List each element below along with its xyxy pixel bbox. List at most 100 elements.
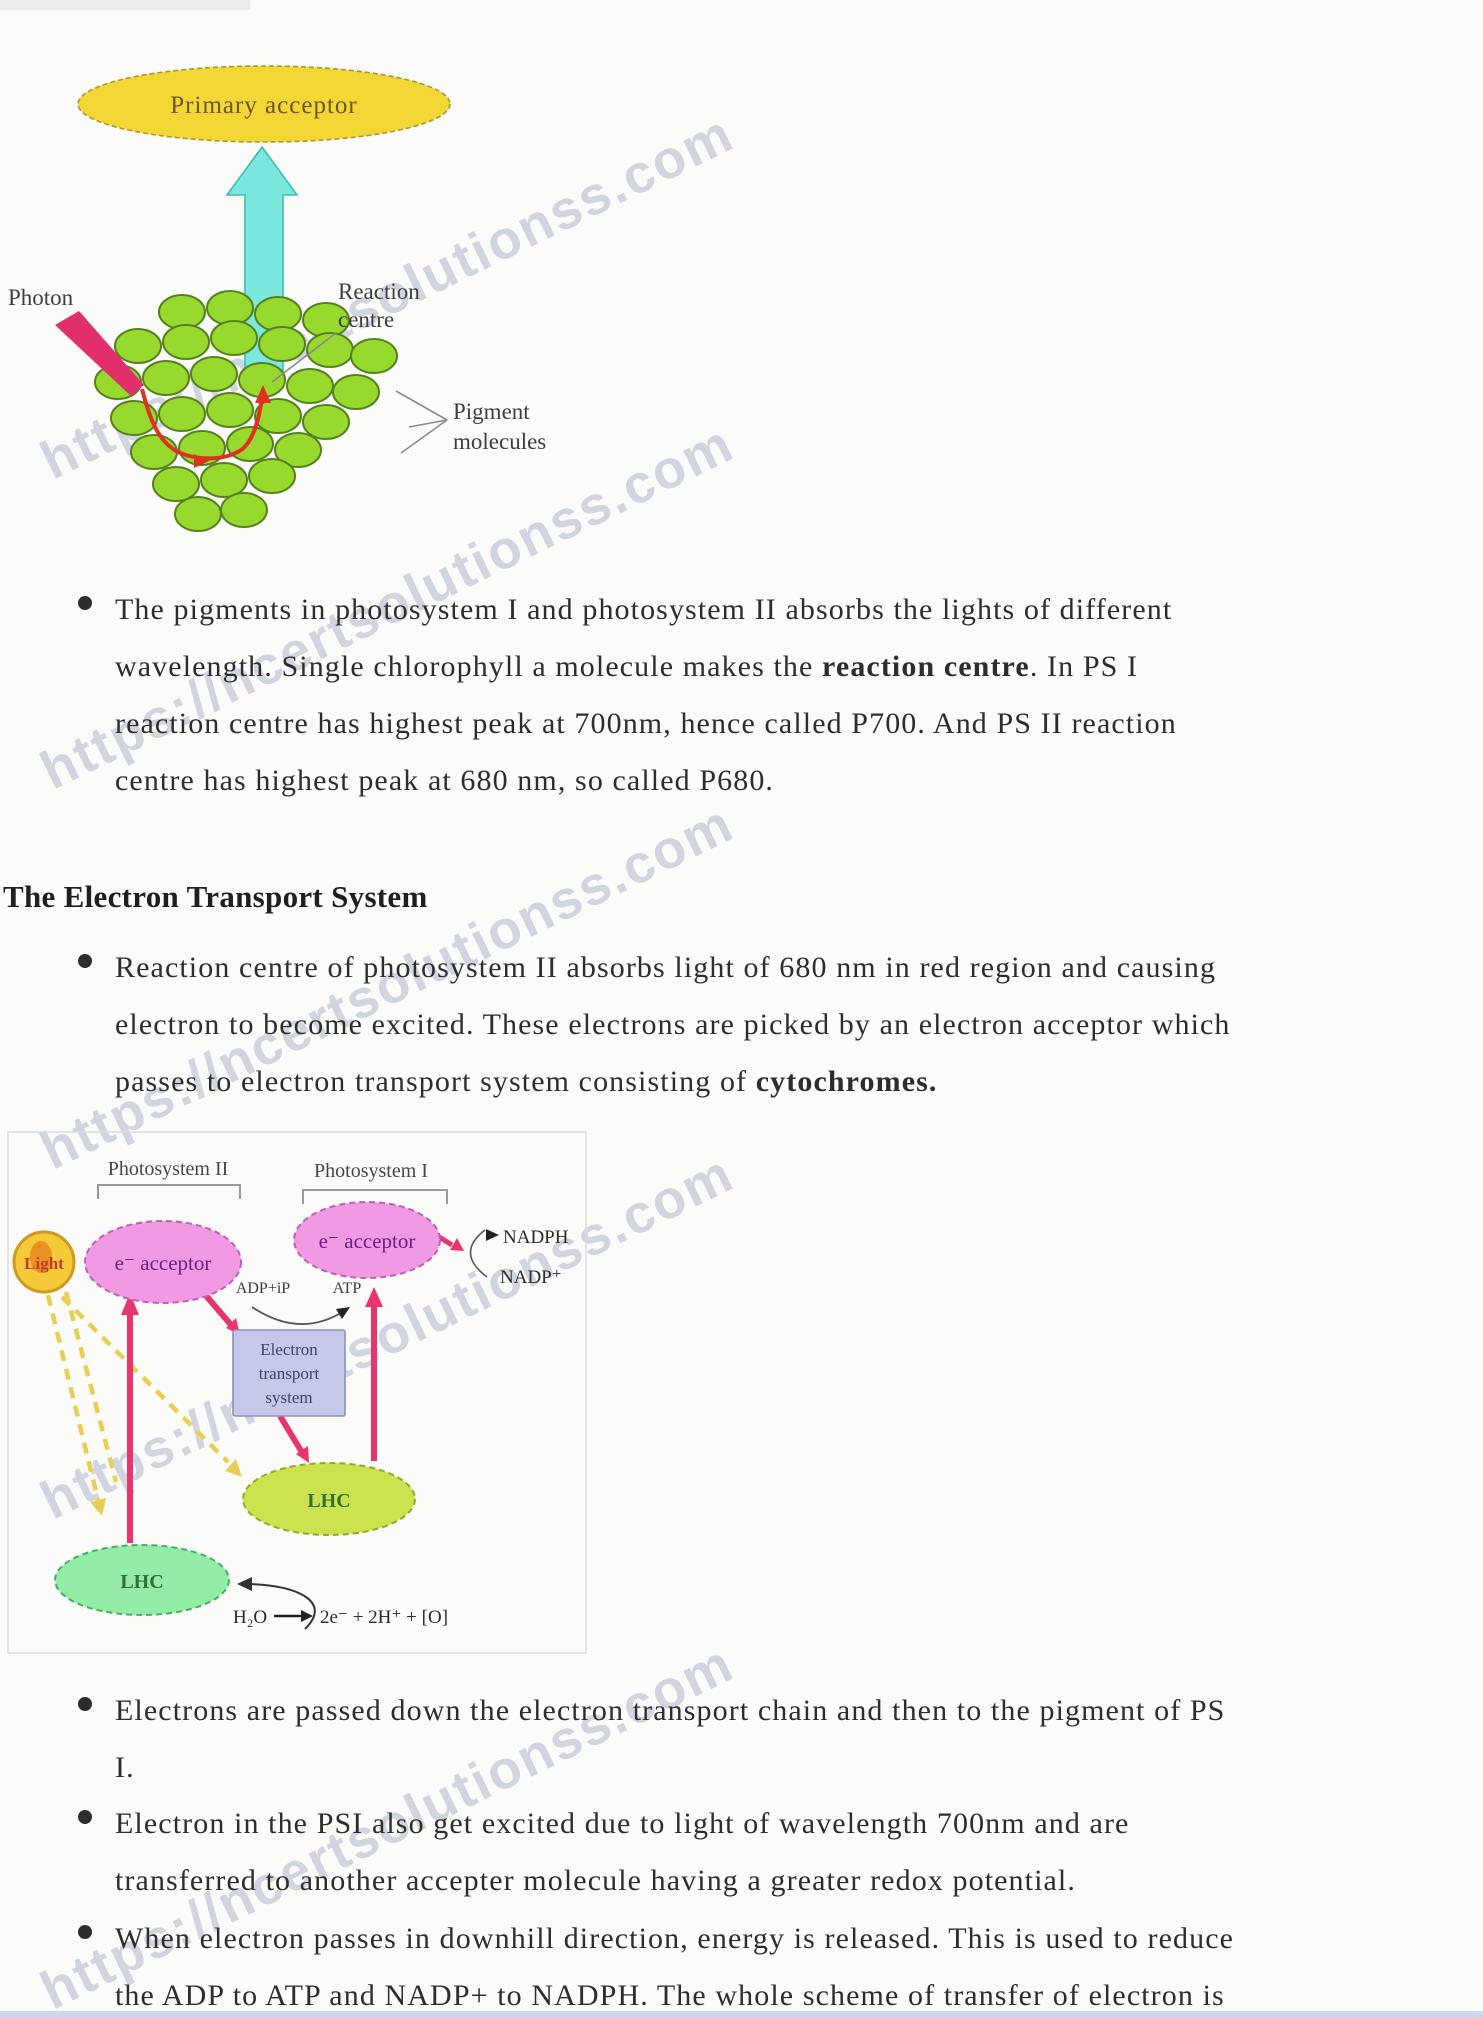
nadp-plus-label: NADP⁺	[500, 1267, 562, 1288]
atp-label: ATP	[333, 1280, 362, 1297]
text-line: Electrons are passed down the electron t…	[115, 1694, 1226, 1727]
h2o-label: H₂O	[233, 1607, 267, 1628]
electron-flow-arrowhead	[365, 1287, 383, 1307]
bullet-item: When electron passes in downhill directi…	[78, 1910, 1445, 2017]
pigment-label-line2: molecules	[453, 429, 546, 454]
ps1-acceptor-shape	[293, 1201, 441, 1279]
text-line: Electron in the PSI also get excited due…	[115, 1807, 1130, 1840]
figure-border	[7, 1131, 587, 1654]
ets-label-line1: Electron	[260, 1340, 318, 1359]
ps2-acceptor-label: e⁻ acceptor	[115, 1251, 212, 1275]
pigment-pointer-line	[400, 419, 448, 454]
atp-arrowhead	[336, 1307, 350, 1319]
energy-path-arrowhead	[255, 385, 271, 403]
photon-label: Photon	[8, 285, 74, 310]
text-line: transferred to another accepter molecule…	[115, 1864, 1076, 1897]
reaction-centre-label-line2: centre	[338, 307, 394, 332]
nadph-label: NADPH	[503, 1227, 569, 1248]
text-line: passes to electron transport system cons…	[115, 1065, 938, 1098]
light-ray-dashed	[45, 1294, 101, 1501]
pigment-label-line1: Pigment	[453, 399, 530, 424]
text-line: centre has highest peak at 680 nm, so ca…	[115, 764, 775, 797]
bullet-dot	[78, 1810, 92, 1824]
bullet-item: Electrons are passed down the electron t…	[78, 1682, 1445, 1796]
nadph-arrowhead	[486, 1229, 499, 1241]
primary-acceptor-label: Primary acceptor	[170, 92, 357, 119]
reaction-centre-label-line1: Reaction	[338, 279, 420, 304]
pigment-molecule	[158, 294, 206, 330]
pigment-cluster	[94, 290, 398, 532]
section-heading: The Electron Transport System	[3, 878, 428, 914]
light-ray-dashed	[63, 1291, 119, 1483]
photon-arrow-icon	[55, 311, 144, 396]
adp-atp-arc	[251, 1306, 345, 1325]
reaction-centre-pointer-line	[271, 332, 337, 383]
lhc-ps1-label: LHC	[307, 1490, 350, 1512]
pigment-molecule	[142, 360, 190, 396]
pigment-molecule	[200, 462, 248, 498]
ets-label-line2: transport	[259, 1364, 320, 1383]
electron-flow-arrow-ets-to-lhc	[277, 1414, 306, 1456]
photosystem-reaction-centre-figure: Primary acceptor Photon Reaction centre …	[8, 65, 546, 532]
ps2-acceptor-shape	[84, 1220, 242, 1304]
bullet-dot	[78, 1925, 92, 1939]
text-line: wavelength. Single chlorophyll a molecul…	[115, 650, 1139, 683]
photosystem1-bracket	[302, 1189, 448, 1204]
pigment-molecule	[254, 398, 302, 434]
pigment-molecule	[286, 368, 334, 404]
water-to-lhc-curve	[247, 1583, 316, 1630]
electron-flow-arrowhead	[121, 1293, 139, 1315]
ps1-acceptor-label: e⁻ acceptor	[319, 1229, 416, 1253]
electron-flow-arrowhead	[296, 1446, 309, 1463]
bullet-item: Reaction centre of photosystem II absorb…	[78, 939, 1445, 1110]
pigment-molecule	[254, 296, 302, 332]
photosystem2-bracket	[97, 1184, 241, 1199]
text-line: The pigments in photosystem I and photos…	[115, 593, 1173, 626]
text-line: Reaction centre of photosystem II absorb…	[115, 951, 1217, 984]
light-label: Light	[24, 1254, 64, 1273]
next-section-edge	[0, 2011, 1483, 2017]
light-flame-icon	[30, 1241, 52, 1273]
pigment-molecule	[248, 458, 296, 494]
bullet-dot	[78, 596, 92, 610]
bullet-dot	[78, 954, 92, 968]
pigment-molecule	[174, 496, 222, 532]
electron-transport-figure: Photosystem II Photosystem I Light e⁻ ac…	[7, 1131, 587, 1654]
ets-box	[232, 1329, 346, 1417]
pigment-molecule	[332, 374, 380, 410]
text-line: electron to become excited. These electr…	[115, 1008, 1231, 1041]
light-ray-dashed	[60, 1295, 230, 1464]
text-line: reaction centre has highest peak at 700n…	[115, 707, 1177, 740]
electron-flow-arrowhead	[450, 1238, 464, 1251]
bullet-item: The pigments in photosystem I and photos…	[78, 581, 1445, 809]
pigment-molecule	[114, 328, 162, 364]
energy-path-arrowhead	[194, 454, 209, 468]
text-line: the ADP to ATP and NADP+ to NADPH. The w…	[115, 1979, 1225, 2012]
water-products-label: 2e⁻ + 2H⁺ + [O]	[320, 1607, 448, 1628]
light-ray-arrowhead	[90, 1498, 106, 1516]
photosystem1-label: Photosystem I	[314, 1160, 428, 1182]
pigment-molecule	[258, 326, 306, 362]
pigment-molecule	[162, 324, 210, 360]
pigment-molecule	[206, 290, 254, 326]
pigment-molecule	[130, 434, 178, 470]
nadp-cycle-curve	[469, 1229, 488, 1278]
text-line: I.	[115, 1751, 135, 1784]
pigment-molecule	[350, 338, 398, 374]
photosystem2-label: Photosystem II	[108, 1158, 229, 1180]
lhc-ps1-shape	[242, 1462, 416, 1536]
primary-acceptor-shape	[77, 65, 451, 143]
pigment-molecule	[302, 404, 350, 440]
light-ray-arrowhead	[225, 1459, 242, 1477]
pigment-pointer-line	[395, 390, 448, 421]
h2o-reaction-arrowhead	[301, 1610, 313, 1622]
pigment-molecule	[210, 320, 258, 356]
bullet-dot	[78, 1697, 92, 1711]
pigment-molecule	[274, 432, 322, 468]
adp-label: ADP+iP	[236, 1280, 290, 1297]
pigment-molecule	[152, 466, 200, 502]
pigment-molecule	[190, 356, 238, 392]
lhc-ps2-shape	[54, 1544, 230, 1616]
pigment-pointer-line	[408, 419, 448, 428]
